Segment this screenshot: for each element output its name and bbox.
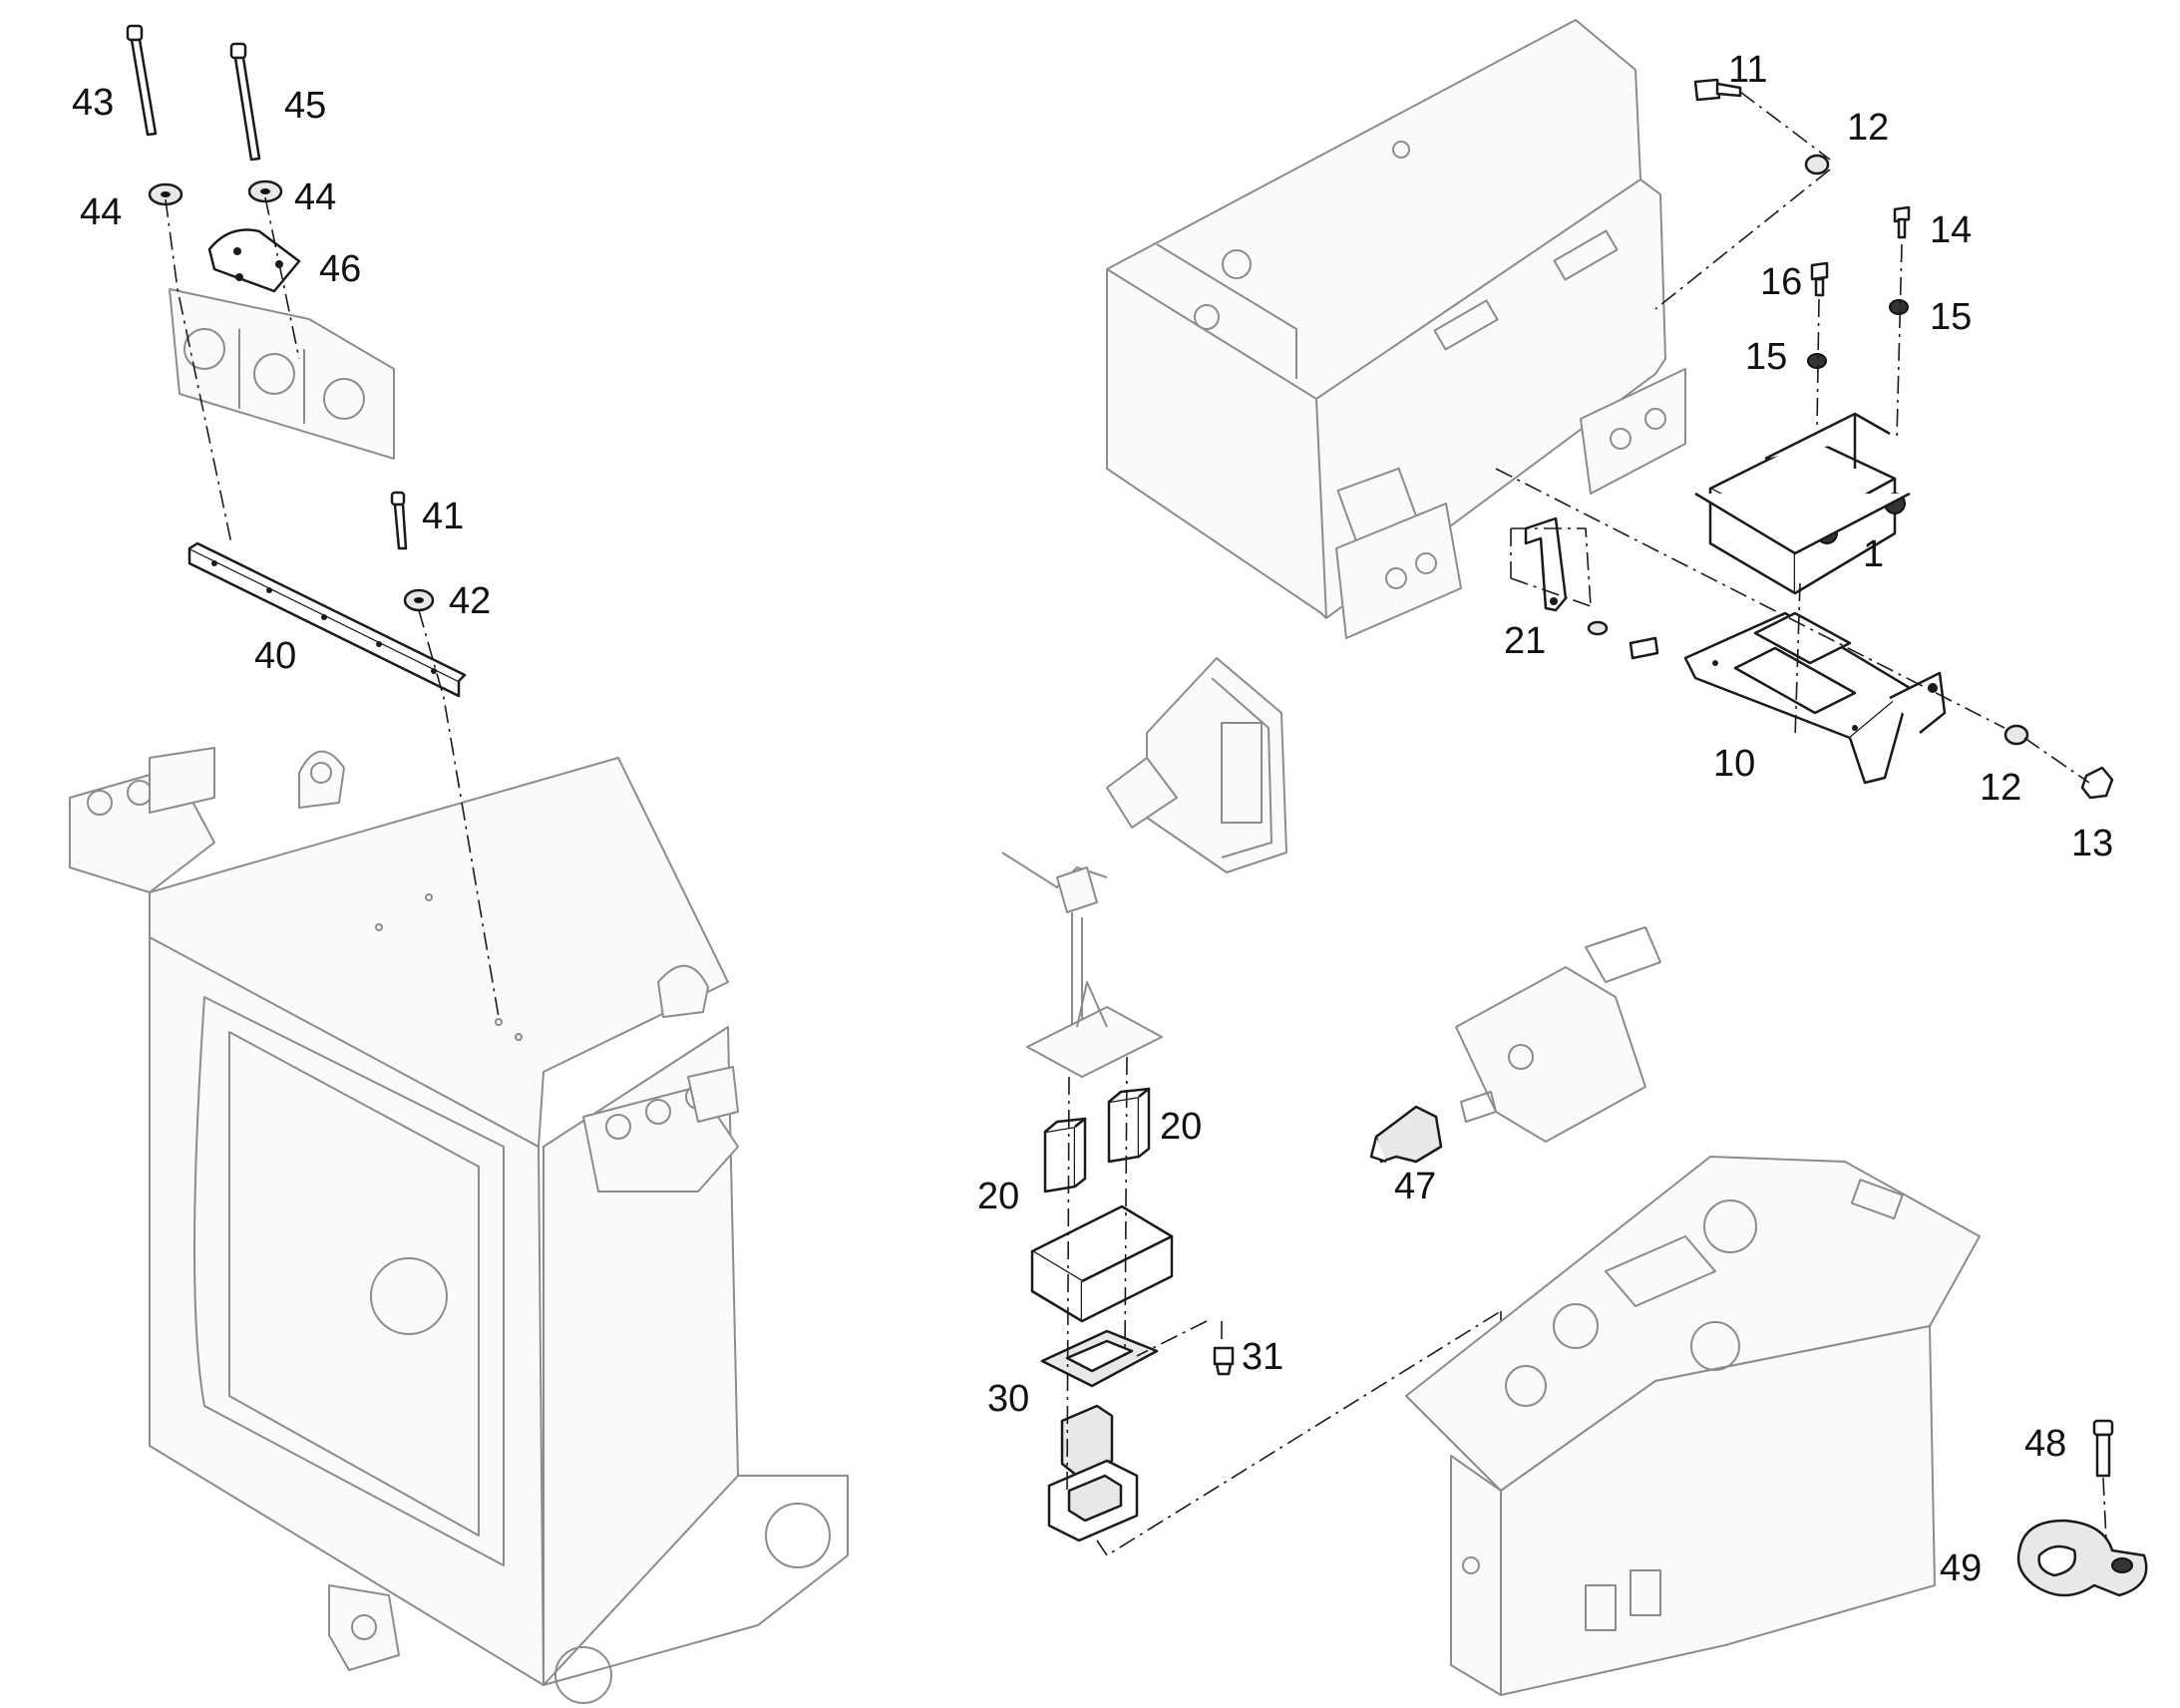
callout-15: 15 xyxy=(1930,296,1972,338)
part-13-nut xyxy=(2080,766,2114,800)
leader-line xyxy=(1495,468,2005,729)
leader-line xyxy=(1096,1310,1502,1557)
connector-plug xyxy=(1047,1404,1139,1542)
part-49-hose-clamp xyxy=(2016,1519,2148,1597)
leader-line xyxy=(1794,582,1801,739)
part-14-shank xyxy=(1897,217,1907,239)
part-20-spacer xyxy=(1043,1117,1087,1194)
callout-13: 13 xyxy=(2071,823,2113,864)
callout-12: 12 xyxy=(1847,107,1889,149)
part-21-strap xyxy=(1524,516,1568,612)
leader-line xyxy=(1511,527,1592,607)
part-45-long-bolt xyxy=(229,42,261,162)
callout-11: 11 xyxy=(1728,49,1767,91)
callout-10: 10 xyxy=(1713,743,1755,785)
washer-hole xyxy=(414,597,424,603)
part-16-screw xyxy=(1810,261,1829,281)
part-48-bolt xyxy=(2092,1419,2114,1478)
part-43-long-bolt xyxy=(126,24,158,137)
part-47-elbow-fitting xyxy=(1369,1105,1443,1164)
callout-14: 14 xyxy=(1930,209,1972,251)
leader-line xyxy=(1654,169,1831,310)
part-31-screw xyxy=(1213,1346,1235,1366)
callout-44: 44 xyxy=(294,176,336,218)
leader-line xyxy=(418,609,500,1018)
callout-47: 47 xyxy=(1394,1166,1436,1207)
part-30-gasket xyxy=(1040,1329,1159,1388)
callout-40: 40 xyxy=(254,635,296,677)
hydraulic-valve xyxy=(1455,926,1661,1143)
part-11-bolt-head xyxy=(1693,78,1721,102)
part-20-spacer xyxy=(1107,1087,1151,1164)
part-1-relay-module xyxy=(1694,412,1911,595)
part-31-screw-head xyxy=(1215,1362,1233,1376)
leader-line xyxy=(1739,91,1831,161)
leader-line xyxy=(1896,243,1903,440)
part-11-bolt-thread xyxy=(1715,82,1742,98)
part-16-shank xyxy=(1814,277,1825,297)
part-15-washer xyxy=(1807,353,1827,369)
washer-hole xyxy=(161,191,171,197)
leader-line xyxy=(264,196,300,360)
callout-15: 15 xyxy=(1745,336,1787,378)
callout-20: 20 xyxy=(1160,1106,1202,1148)
part-12-washer xyxy=(2003,724,2029,746)
callout-45: 45 xyxy=(284,85,326,127)
callout-21: 21 xyxy=(1504,620,1546,662)
washer xyxy=(1587,620,1609,636)
connector-housing-box xyxy=(1030,1204,1174,1323)
leader-line xyxy=(1066,1076,1070,1497)
control-box-housing xyxy=(1106,19,1686,639)
callout-49: 49 xyxy=(1940,1547,1982,1589)
leader-line xyxy=(165,198,232,544)
leader-line xyxy=(2102,1477,2107,1541)
leader-line xyxy=(1510,577,1592,607)
callout-31: 31 xyxy=(1242,1336,1283,1378)
callout-42: 42 xyxy=(449,580,491,622)
leader-line xyxy=(2023,737,2090,784)
screw xyxy=(1629,636,1659,660)
callout-12: 12 xyxy=(1980,767,2021,809)
washer-hole xyxy=(260,188,270,194)
part-15-washer xyxy=(1889,299,1909,315)
callout-46: 46 xyxy=(319,248,361,290)
display-mount-arm xyxy=(1001,852,1163,1078)
callout-16: 16 xyxy=(1760,261,1802,303)
display-unit xyxy=(1106,657,1287,873)
part-14-screw xyxy=(1893,205,1911,223)
console-panel xyxy=(1405,1156,1981,1696)
callout-44: 44 xyxy=(80,191,122,233)
callout-30: 30 xyxy=(987,1378,1029,1420)
part-12-washer xyxy=(1804,154,1830,175)
callout-48: 48 xyxy=(2024,1423,2066,1465)
leader-line xyxy=(1124,1056,1128,1357)
part-41-bolt xyxy=(390,491,408,550)
callout-41: 41 xyxy=(422,496,464,537)
callout-20: 20 xyxy=(977,1176,1019,1217)
frame-housing xyxy=(69,747,849,1704)
callout-1: 1 xyxy=(1863,533,1884,575)
callout-labels: 43 45 44 44 46 41 42 40 11 12 14 16 15 1… xyxy=(72,49,2113,1589)
part-40-mounting-bar xyxy=(187,541,467,698)
leader-line xyxy=(1136,1320,1208,1357)
callout-43: 43 xyxy=(72,82,114,124)
leader-line xyxy=(1816,298,1820,430)
clamp-block xyxy=(169,288,395,460)
part-46-cover-plate xyxy=(207,228,301,293)
